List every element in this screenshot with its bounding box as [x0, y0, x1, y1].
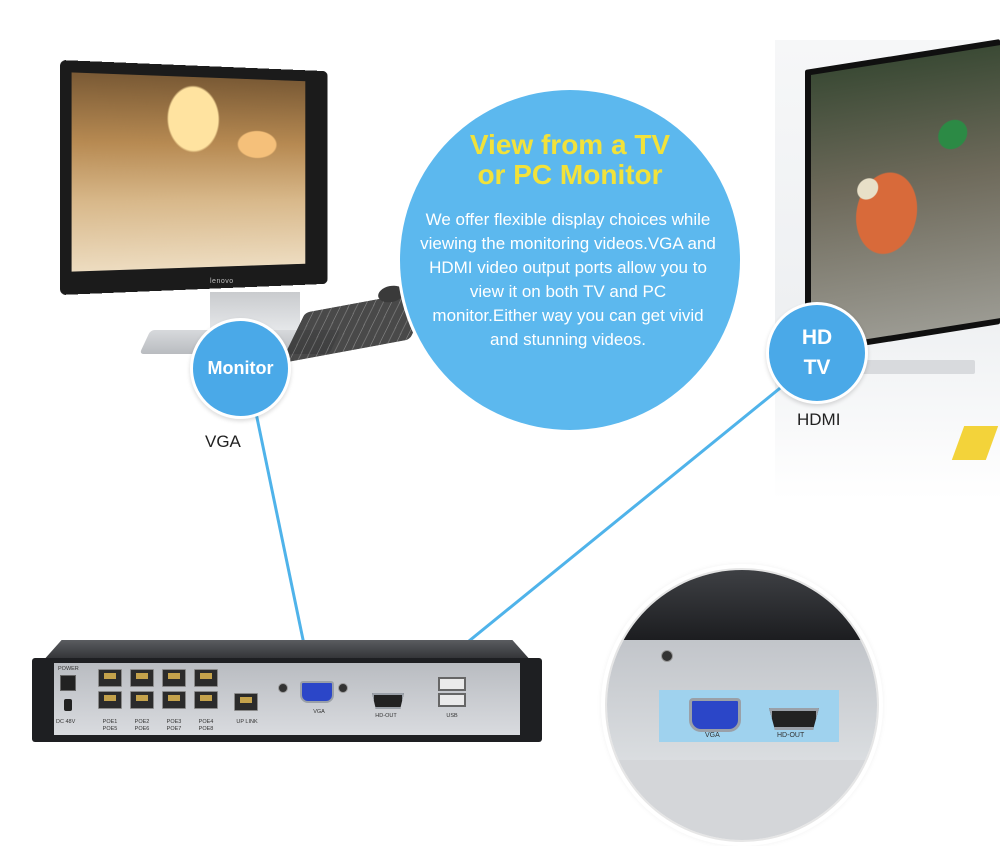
poe-port-4	[194, 669, 218, 687]
dc-jack	[64, 699, 72, 711]
hdtv-badge-line1: HD	[801, 326, 833, 349]
vga-caption: VGA	[205, 432, 241, 451]
info-circle: View from a TV or PC Monitor We offer fl…	[400, 90, 740, 430]
poe-port-7	[162, 691, 186, 709]
hd-tv-image	[775, 39, 1000, 500]
zoom-hdmi-port	[769, 708, 819, 730]
poe-port-5	[98, 691, 122, 709]
usb-port-1	[438, 677, 466, 691]
hdmi-caption: HDMI	[797, 410, 841, 429]
info-title-line1: View from a TV	[469, 129, 671, 160]
zoom-vga-label: VGA	[705, 732, 720, 739]
uplink-label: UP LINK	[236, 719, 258, 725]
dc-label: DC 48V	[56, 719, 76, 725]
vga-port	[300, 681, 334, 703]
info-body: We offer flexible display choices while …	[420, 210, 716, 349]
info-title: View from a TV or PC Monitor	[400, 130, 740, 190]
hdtv-badge: HD TV	[766, 302, 868, 404]
hdtv-badge-line2: TV	[803, 356, 831, 379]
poe-port-6	[130, 691, 154, 709]
hdout-label: HD-OUT	[375, 713, 397, 719]
poe-port-3	[162, 669, 186, 687]
monitor-badge-label: Monitor	[207, 358, 274, 378]
power-switch	[60, 675, 76, 691]
power-label: POWER	[58, 666, 79, 672]
monitor-brand-logo: lenovo	[210, 278, 234, 285]
zoom-detail-circle: VGA HD-OUT	[605, 568, 879, 842]
vga-port-label: VGA	[313, 709, 325, 715]
zoom-hdout-label: HD-OUT	[777, 732, 805, 739]
poe-port-8	[194, 691, 218, 709]
zoom-vga-port	[689, 698, 741, 732]
usb-label: USB	[446, 713, 458, 719]
info-title-line2: or PC Monitor	[477, 159, 663, 190]
poe-port-2	[130, 669, 154, 687]
hdmi-port	[372, 693, 404, 709]
poe-port-1	[98, 669, 122, 687]
usb-port-2	[438, 693, 466, 707]
monitor-screen	[71, 72, 306, 272]
monitor-badge: Monitor	[190, 318, 291, 419]
uplink-port	[234, 693, 258, 711]
